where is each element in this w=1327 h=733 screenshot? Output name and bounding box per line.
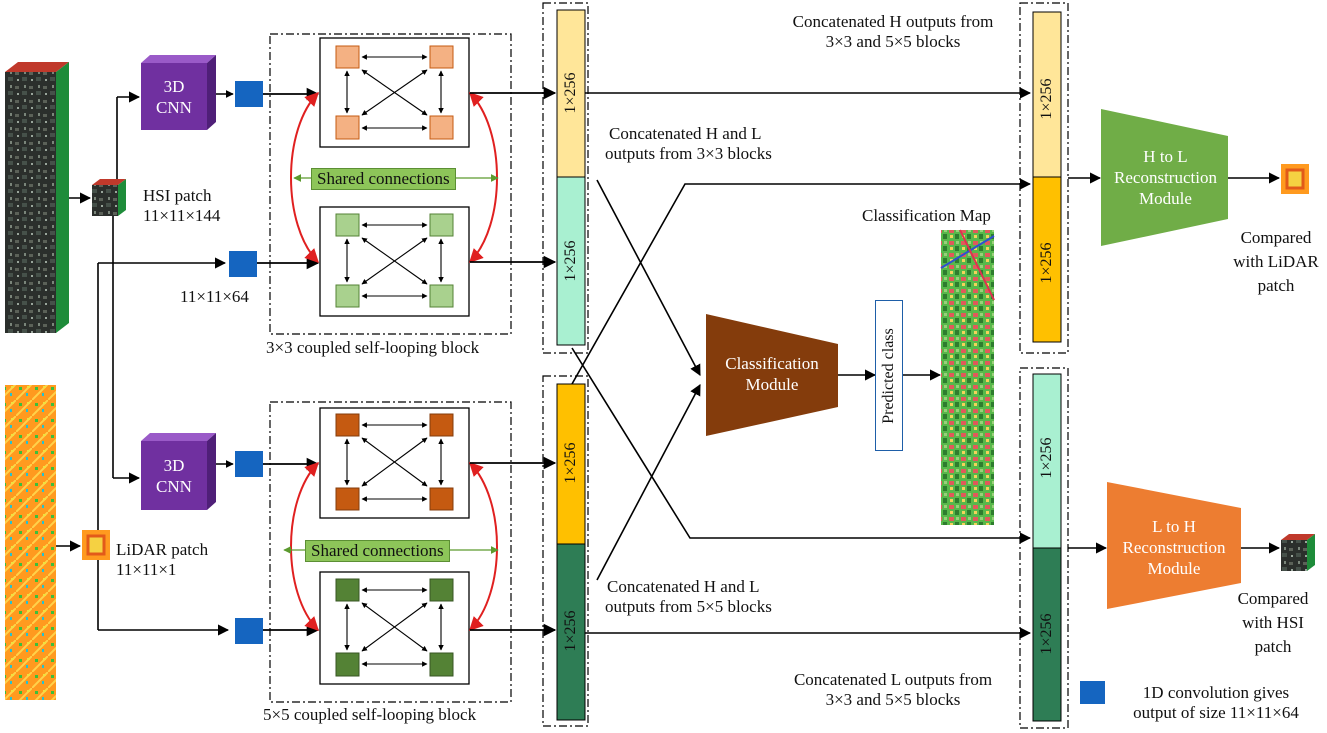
hsi-image-icon [5, 62, 69, 333]
reconstructed-lidar-icon [1281, 164, 1309, 194]
legend-label: 1D convolution gives output of size 11×1… [1106, 683, 1326, 723]
vector-label-3: 1×256 [562, 442, 579, 484]
concat-hl3-line2: outputs from 3×3 blocks [605, 144, 772, 163]
concat-h [1019, 2, 1069, 354]
classification-map-label: Classification Map [862, 206, 991, 225]
block-3x3-caption: 3×3 coupled self-looping block [266, 338, 480, 357]
h-to-l-line1: H to L [1143, 147, 1188, 166]
compare-hsi-label: Compared with HSI patch [1225, 587, 1321, 659]
cnn-top-line2: CNN [156, 98, 192, 117]
shared-connections-5x5: Shared connections [305, 540, 450, 562]
reconstructed-hsi-icon [1281, 534, 1315, 571]
l-to-h-module [1107, 482, 1241, 609]
concat-l-label: Concatenated L outputs from 3×3 and 5×5 … [765, 670, 1021, 710]
cnn-top-line1: 3D [163, 77, 185, 96]
compare-lidar-label: Compared with LiDAR patch [1228, 226, 1324, 298]
l-to-h-label: L to H Reconstruction Module [1107, 516, 1241, 579]
h-to-l-module [1101, 109, 1228, 246]
classification-line1: Classification [725, 354, 819, 373]
conv-output-label: 11×11×64 [180, 287, 249, 306]
concat-hl5-line2: outputs from 5×5 blocks [605, 597, 772, 616]
cnn-top-label: 3D CNN [141, 76, 207, 118]
conv-square-2 [229, 251, 257, 277]
concat-hl3-label: Concatenated H and L outputs from 3×3 bl… [605, 124, 772, 164]
cnn-bottom [141, 433, 216, 510]
classification-map-icon [940, 229, 995, 525]
conv-square-4 [235, 618, 263, 644]
hsi-patch-line1: HSI patch [143, 186, 212, 205]
compare-hsi-line1: Compared [1237, 589, 1309, 608]
lidar-patch-label: LiDAR patch 11×11×1 [116, 540, 208, 580]
compare-hsi-line2: with HSI [1242, 613, 1304, 632]
concat-hl5-line1: Concatenated H and L [607, 577, 760, 596]
h-to-l-line2: Reconstruction [1114, 168, 1217, 187]
concat-l-line1: Concatenated L outputs from [793, 670, 993, 689]
concat-h-label: Concatenated H outputs from 3×3 and 5×5 … [768, 12, 1018, 52]
h-to-l-line3: Module [1139, 189, 1192, 208]
conv-square-3 [235, 451, 263, 477]
lidar-patch-icon [82, 530, 110, 560]
legend-line2: output of size 11×11×64 [1133, 703, 1299, 722]
reconstruction-arrows [1068, 172, 1281, 554]
cross-connections [571, 87, 1032, 639]
l-to-h-line3: Module [1147, 559, 1201, 578]
concat-h-line2: 3×3 and 5×5 blocks [825, 32, 961, 51]
compare-lidar-line3: patch [1257, 276, 1295, 295]
hsi-patch-line2: 11×11×144 [143, 206, 221, 225]
vector-label-4: 1×256 [562, 610, 579, 652]
l-to-h-line1: L to H [1152, 517, 1196, 536]
predicted-class-box: Predicted class [875, 300, 903, 451]
hsi-patch-icon [92, 179, 126, 216]
cnn-top [141, 55, 216, 130]
vector-label-1: 1×256 [562, 72, 579, 114]
vector-label-7: 1×256 [1038, 437, 1055, 479]
hsi-patch-label: HSI patch 11×11×144 [143, 186, 220, 226]
concat-h-line1: Concatenated H outputs from [792, 12, 994, 31]
legend-line1: 1D convolution gives [1142, 683, 1290, 702]
lidar-patch-line1: LiDAR patch [116, 540, 209, 559]
concat-hl5 [542, 375, 589, 727]
shared-connections-3x3: Shared connections [311, 168, 456, 190]
classification-module-label: Classification Module [706, 353, 838, 395]
lidar-image-icon [5, 385, 56, 700]
cnn-bottom-line2: CNN [156, 477, 192, 496]
compare-lidar-line2: with LiDAR [1233, 252, 1319, 271]
block-5x5-caption: 5×5 coupled self-looping block [263, 705, 477, 724]
classification-line2: Module [745, 375, 799, 394]
vector-label-8: 1×256 [1038, 613, 1055, 655]
concat-hl3 [542, 2, 589, 354]
h-to-l-label: H to L Reconstruction Module [1103, 146, 1228, 209]
concat-l-line2: 3×3 and 5×5 blocks [825, 690, 961, 709]
compare-hsi-line3: patch [1254, 637, 1292, 656]
block-5x5 [269, 401, 512, 703]
classification-module [706, 314, 838, 436]
conv-square-1 [235, 81, 263, 107]
block-3x3 [269, 33, 512, 335]
concat-hl3-line1: Concatenated H and L [609, 124, 762, 143]
compare-lidar-line1: Compared [1240, 228, 1312, 247]
lidar-patch-line2: 11×11×1 [116, 560, 177, 579]
cnn-bottom-label: 3D CNN [141, 455, 207, 497]
vector-label-2: 1×256 [562, 240, 579, 282]
concat-hl5-label: Concatenated H and L outputs from 5×5 bl… [605, 577, 772, 617]
vector-label-6: 1×256 [1038, 242, 1055, 284]
concat-l [1019, 367, 1069, 729]
cnn-bottom-line1: 3D [163, 456, 185, 475]
l-to-h-line2: Reconstruction [1122, 538, 1226, 557]
vector-label-5: 1×256 [1038, 78, 1055, 120]
block-output-arrows [470, 86, 557, 637]
cnn-outputs [216, 90, 234, 468]
predicted-class-label: Predicted class [880, 327, 897, 424]
legend-square [1080, 681, 1105, 704]
